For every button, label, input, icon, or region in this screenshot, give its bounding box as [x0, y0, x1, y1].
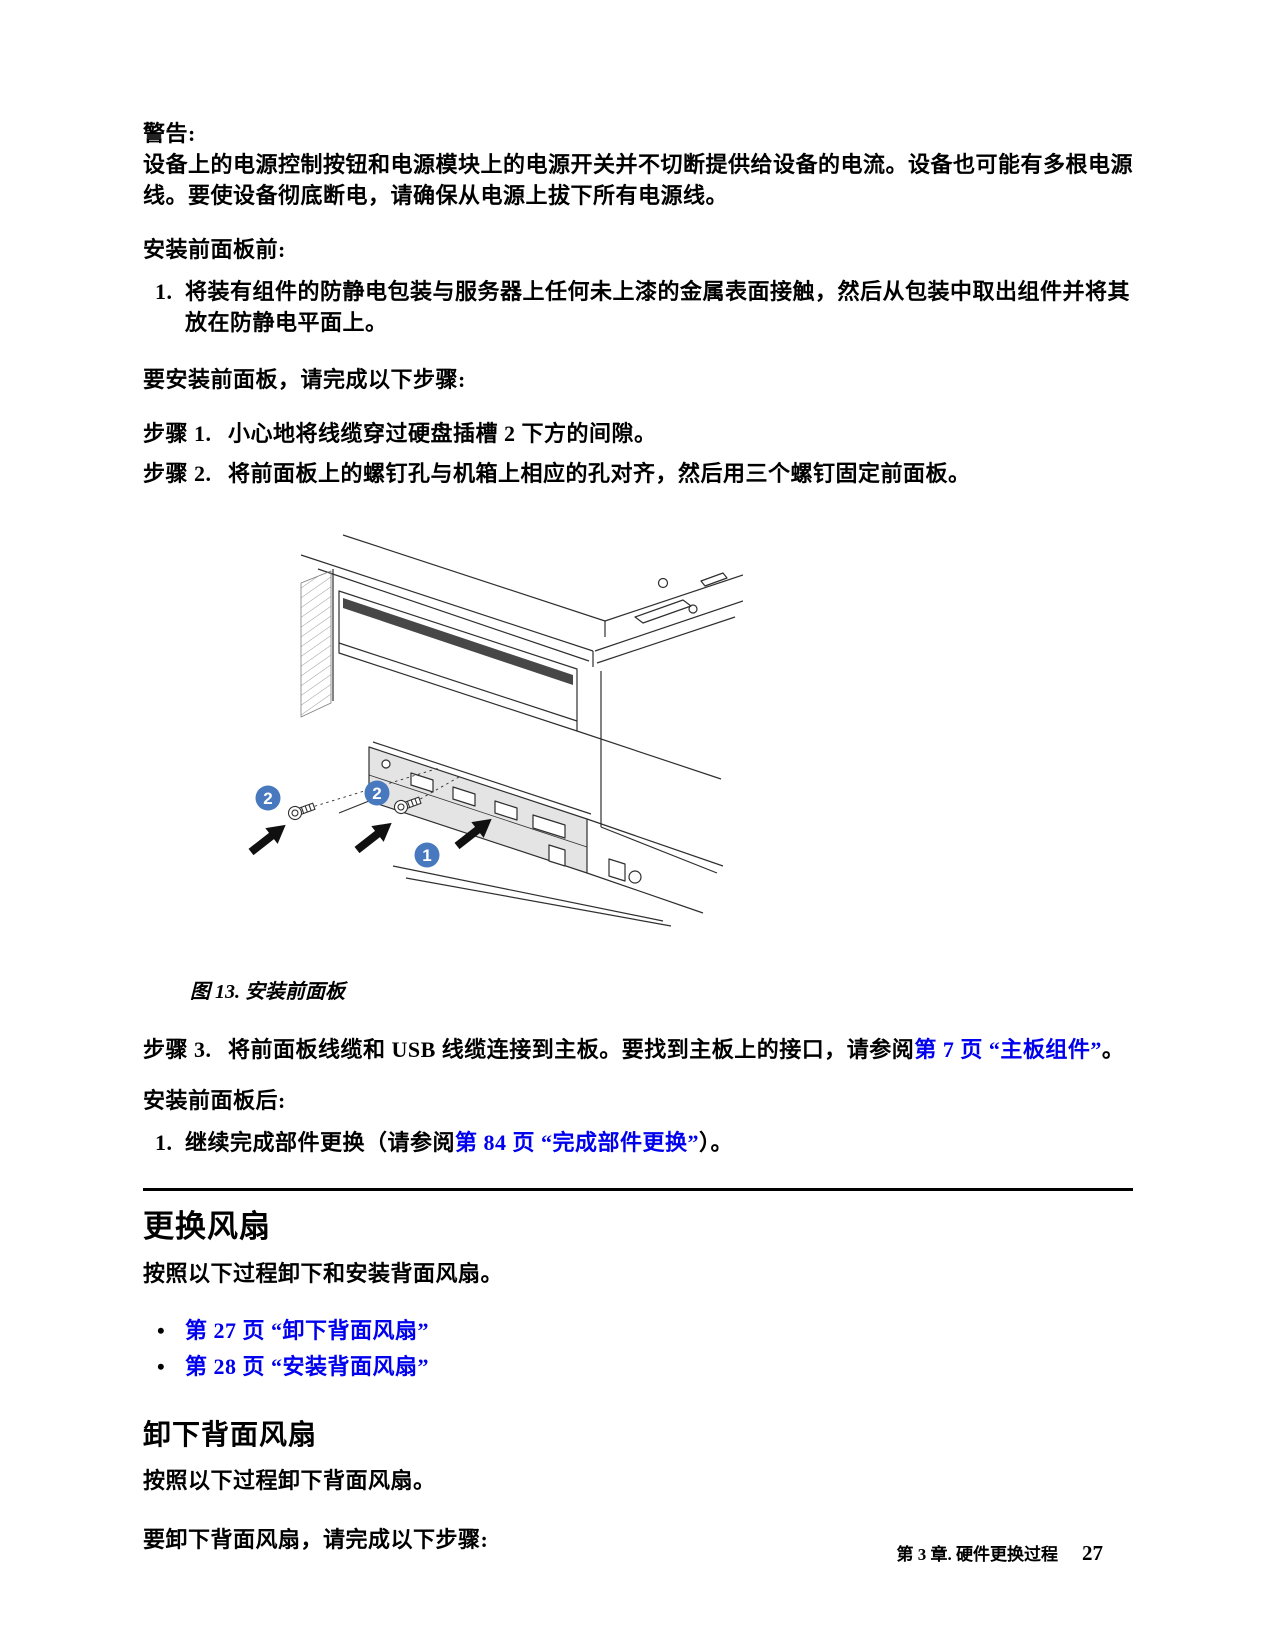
item-text: 继续完成部件更换（请参阅第 84 页 “完成部件更换”）。 [185, 1130, 733, 1155]
insert-arrows [248, 818, 492, 856]
step-1: 步骤 1. 小心地将线缆穿过硬盘插槽 2 下方的间隙。 [143, 418, 1133, 449]
page-content: 警告: 设备上的电源控制按钮和电源模块上的电源开关并不切断提供给设备的电流。设备… [143, 118, 1133, 1555]
step-2-text: 将前面板上的螺钉孔与机箱上相应的孔对齐，然后用三个螺钉固定前面板。 [228, 461, 971, 486]
svg-text:2: 2 [263, 789, 272, 808]
link-remove-rear-fan[interactable]: 第 27 页 “卸下背面风扇” [185, 1318, 430, 1343]
chassis-outline [300, 534, 744, 927]
warning-body: 设备上的电源控制按钮和电源模块上的电源开关并不切断提供给设备的电流。设备也可能有… [143, 152, 1134, 208]
footer-page-number: 27 [1082, 1541, 1103, 1565]
link-complete-parts-replacement[interactable]: 第 84 页 “完成部件更换” [455, 1130, 700, 1155]
section-divider [143, 1188, 1133, 1191]
link-system-board-components[interactable]: 第 7 页 “主板组件” [914, 1037, 1102, 1062]
fan-links-list: • 第 27 页 “卸下背面风扇” • 第 28 页 “安装背面风扇” [143, 1313, 1133, 1385]
section-title-replace-fan: 更换风扇 [143, 1209, 271, 1244]
screw-left-icon [287, 802, 316, 821]
after-install-item: 1. 继续完成部件更换（请参阅第 84 页 “完成部件更换”）。 [143, 1127, 1133, 1158]
item-number: 1. [155, 1130, 173, 1155]
warning-label: 警告: [143, 121, 196, 146]
step-1-label: 步骤 1. [143, 421, 212, 446]
step-3: 步骤 3. 将前面板线缆和 USB 线缆连接到主板。要找到主板上的接口，请参阅第… [143, 1034, 1133, 1065]
list-item: • 第 28 页 “安装背面风扇” [143, 1349, 1133, 1385]
callout-2-middle: 2 [364, 780, 390, 806]
after-item-text-after: ）。 [699, 1130, 734, 1155]
step-3-text: 将前面板线缆和 USB 线缆连接到主板。要找到主板上的接口，请参阅第 7 页 “… [228, 1034, 1133, 1065]
page-footer: 第 3 章. 硬件更换过程 27 [897, 1540, 1104, 1566]
step-3-text-after: 。 [1101, 1037, 1125, 1062]
step-2-label: 步骤 2. [143, 461, 212, 486]
list-item: • 第 27 页 “卸下背面风扇” [143, 1313, 1133, 1349]
figure-caption: 图 13. 安装前面板 [190, 981, 345, 1003]
arrow-middle-icon [354, 822, 392, 854]
arrow-left-icon [248, 824, 286, 856]
svg-text:2: 2 [372, 784, 381, 803]
bullet-icon: • [157, 1318, 166, 1343]
fan-section-intro: 按照以下过程卸下和安装背面风扇。 [143, 1261, 504, 1286]
svg-text:1: 1 [422, 846, 431, 865]
before-install-item: 1. 将装有组件的防静电包装与服务器上任何未上漆的金属表面接触，然后从包装中取出… [143, 276, 1133, 338]
screw-middle-icon [393, 796, 422, 815]
figure-13-diagram: 2 2 1 [243, 521, 1133, 933]
callout-2-left: 2 [255, 785, 281, 811]
link-install-rear-fan[interactable]: 第 28 页 “安装背面风扇” [185, 1354, 430, 1379]
step-list: 步骤 1. 小心地将线缆穿过硬盘插槽 2 下方的间隙。 步骤 2. 将前面板上的… [143, 418, 1133, 489]
item-number: 1. [155, 279, 173, 304]
install-intro: 要安装前面板，请完成以下步骤: [143, 367, 466, 392]
footer-chapter: 第 3 章. 硬件更换过程 [896, 1545, 1059, 1564]
subsection-title-remove-rear-fan: 卸下背面风扇 [143, 1419, 318, 1450]
arrow-right-icon [454, 818, 492, 850]
figure-13: 2 2 1 图 13. 安装前面板 [143, 521, 1133, 1004]
after-item-text-before: 继续完成部件更换（请参阅 [185, 1130, 456, 1155]
step-2: 步骤 2. 将前面板上的螺钉孔与机箱上相应的孔对齐，然后用三个螺钉固定前面板。 [143, 458, 1133, 489]
remove-fan-intro: 按照以下过程卸下背面风扇。 [143, 1468, 436, 1493]
bullet-icon: • [157, 1354, 166, 1379]
step-3-label: 步骤 3. [143, 1037, 212, 1062]
after-install-heading: 安装前面板后: [143, 1088, 286, 1113]
remove-fan-outro: 要卸下背面风扇，请完成以下步骤: [143, 1527, 489, 1552]
callout-1: 1 [414, 842, 440, 868]
before-install-heading: 安装前面板前: [143, 237, 286, 262]
step-3-text-before: 将前面板线缆和 USB 线缆连接到主板。要找到主板上的接口，请参阅 [228, 1037, 915, 1062]
server-chassis-drawing: 2 2 1 [248, 534, 744, 927]
item-text: 将装有组件的防静电包装与服务器上任何未上漆的金属表面接触，然后从包装中取出组件并… [185, 279, 1131, 335]
step-1-text: 小心地将线缆穿过硬盘插槽 2 下方的间隙。 [228, 421, 657, 446]
